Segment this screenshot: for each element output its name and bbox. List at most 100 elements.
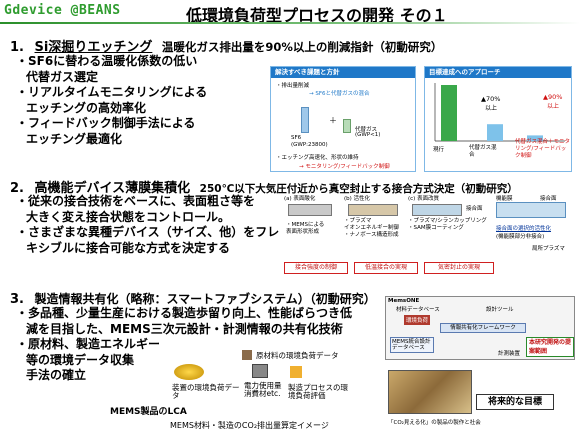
issues-line3: → モニタリング/フィードバック制御 <box>299 164 390 170</box>
approach-cat1: 現行 <box>433 147 445 153</box>
fab-framework: 情報共有化フレームワーク <box>440 323 526 333</box>
section3-topic: 製造情報共有化（略称：スマートファブシステム）（初動研究） <box>34 292 376 306</box>
mix-arrow-label: → SF6と代替ガスの混合 <box>309 91 370 97</box>
fab-db-left: 材料データベース <box>396 307 440 313</box>
bullet-item: 等の環境データ収集 <box>26 352 135 367</box>
section3-number: 3. <box>10 292 24 307</box>
bullet-item: エッチングの高効率化 <box>26 100 147 115</box>
section2-bullets: ・従来の接合技術をベースに、表面粗さ等を 大きく変え接合状態をコントロール。 ・… <box>16 194 279 256</box>
approach-bar-feedback <box>527 135 543 141</box>
brand-logo: Gdevice @BEANS <box>4 3 121 18</box>
alt-gas-label: 代替ガス <box>355 127 378 133</box>
step-c-wafer <box>412 204 462 216</box>
issues-panel: 解決すべき課題と方針 ・排出量削減 → SF6と代替ガスの混合 ＋ SF6 (G… <box>270 66 416 172</box>
section3-bullets: ・多品種、少量生産における製造歩留り向上、性能ばらつき低 減を目指した、MEMS… <box>16 306 352 384</box>
right-note3: 局所プラズマ <box>532 246 565 252</box>
process-icon <box>290 366 302 378</box>
section1-topic: Si深掘りエッチング <box>34 40 153 55</box>
section1-number: 1. <box>10 40 24 55</box>
fab-badge: 環境負荷 <box>404 315 431 325</box>
page-title: 低環境負荷型プロセスの開発 その１ <box>186 6 448 25</box>
approach-panel: 目標達成へのアプローチ ▲70% 以上 ▲90% 以上 現行 代替ガス混合 代替… <box>424 66 572 172</box>
lca-caption: MEMS製品のLCA <box>110 407 187 417</box>
selective-activation-figure <box>496 202 566 218</box>
bullet-item: 手法の確立 <box>26 368 87 382</box>
header-divider <box>0 22 580 24</box>
approach-panel-title: 目標達成へのアプローチ <box>425 67 571 78</box>
bullet-item: ・さまざまな異種デバイス（サイズ、他）をフレ <box>16 225 280 239</box>
issues-line1: ・排出量削減 <box>276 83 310 89</box>
future-product-photo <box>388 370 472 414</box>
bullet-item: ・SF6に替わる温暖化係数の低い <box>16 54 198 68</box>
bullet-item: ・フィードバック制御手法による <box>16 116 196 130</box>
right-label-joint: 接合面 <box>540 196 557 202</box>
bullet-item: ・リアルタイムモニタリングによる <box>16 85 208 99</box>
approach-chart <box>434 83 565 142</box>
lca-power: 電力使用量消費材etc. <box>244 381 282 398</box>
alt-gas-bar <box>343 119 351 133</box>
future-caption: 「CO₂見える化」の製品の製作と社会 <box>388 420 481 426</box>
sf6-label: SF6 <box>291 135 302 141</box>
bonding-diagram: (a) 表面酸化 (b) 活性化 (c) 表面改質 接合面 ・MEMSによる表面… <box>282 194 574 282</box>
section1-headline: 温暖化ガス排出量を90%以上の削減指針（初動研究） <box>161 40 443 54</box>
sf6-gwp: (GWP:23800) <box>291 142 328 148</box>
right-label-film: 機能膜 <box>496 196 513 202</box>
approach-bar-altgas <box>487 124 503 141</box>
bullet-item: ・多品種、少量生産における製造歩留り向上、性能ばらつき低 <box>16 306 353 320</box>
power-icon <box>252 364 268 378</box>
bullet-item: 減を目指した、MEMS三次元設計・計測情報の共有化技術 <box>26 321 343 336</box>
step-b-wafer <box>348 204 398 216</box>
bullet-item: エッチング最適化 <box>26 131 123 146</box>
issues-panel-title: 解決すべき課題と方針 <box>271 67 415 78</box>
fab-db: MEMS統合設計データベース <box>390 337 434 353</box>
step-b-items: ・プラズマイオンエネルギー制御・ナノボース構造形成 <box>344 218 400 238</box>
approach-bar-current <box>441 85 457 141</box>
step-c-label: (c) 表面改質 <box>408 196 440 202</box>
future-goal-label: 将来的な目標 <box>476 394 554 410</box>
section2-headline: 250℃以下大気圧付近から真空封止する接合方式決定（初動研究） <box>199 183 518 195</box>
section2-number: 2. <box>10 181 24 196</box>
section2-heading: 2. 高機能デバイス薄膜集積化 250℃以下大気圧付近から真空封止する接合方式決… <box>10 177 518 196</box>
bullet-item: 代替ガス選定 <box>26 69 99 84</box>
bullet-item: ・原材料、製造エネルギー <box>16 337 161 351</box>
step-a-wafer <box>288 204 332 216</box>
bullet-item: キシブルに接合可能な方式を決定する <box>26 240 231 255</box>
fab-measure: 計測装置 <box>498 351 521 357</box>
fab-proposal: 本研究開発の提案範囲 <box>526 337 574 357</box>
goal-box-hermetic: 気密封止の実現 <box>424 262 494 274</box>
step-a-items: ・MEMSによる表面形状形成 <box>286 222 325 235</box>
goal-box-strength: 接合強度の制御 <box>284 262 348 274</box>
lca-diagram: 原材料の環境負荷データ 装置の環境負荷データ 電力使用量消費材etc. 製造プロ… <box>170 350 350 428</box>
section2-topic: 高機能デバイス薄膜集積化 <box>34 181 191 196</box>
lca-top: 原材料の環境負荷データ <box>256 351 339 360</box>
fab-header: MemsONE <box>388 298 420 304</box>
right-note1: 接合面の選択的活性化 <box>496 226 552 232</box>
bullet-item: ・従来の接合技術をベースに、表面粗さ等を <box>16 194 256 208</box>
sf6-bar <box>301 107 309 133</box>
wafer-icon <box>174 364 204 380</box>
approach-val2-sub: 以上 <box>547 103 560 110</box>
approach-cat2: 代替ガス混合 <box>469 145 497 158</box>
bullet-item: 大きく変え接合状態をコントロール。 <box>26 209 231 224</box>
lca-wafer: 装置の環境負荷データ <box>172 383 240 400</box>
alt-gas-gwp: (GWP<1) <box>355 132 381 138</box>
step-b-label: (b) 活性化 <box>344 196 371 202</box>
issues-line2: ・エッチング高速化、形状の維持 <box>276 155 359 161</box>
plus-sign: ＋ <box>329 116 337 125</box>
goal-box-lowtemp: 低温接合の実現 <box>354 262 418 274</box>
lca-process: 製造プロセスの環境負荷評価 <box>288 383 348 400</box>
lca-footer: MEMS材料・製造のCO₂排出量算定イメージ <box>170 421 329 430</box>
fab-framework-panel: MemsONE 材料データベース 設計ツール 環境負荷 情報共有化フレームワーク… <box>385 296 575 360</box>
approach-val1-sub: 以上 <box>485 105 498 112</box>
right-note2: (機能膜部分非接合) <box>496 234 545 240</box>
material-icon <box>242 350 252 360</box>
approach-val2: ▲90% <box>543 93 563 101</box>
approach-val1: ▲70% <box>481 95 501 103</box>
section1-bullets: ・SF6に替わる温暖化係数の低い 代替ガス選定 ・リアルタイムモニタリングによる… <box>16 54 207 147</box>
step-a-label: (a) 表面酸化 <box>284 196 316 202</box>
fab-db-right: 設計ツール <box>486 307 514 313</box>
step-c-items: ・プラズマ/シランカップリング・SAM膜コーティング <box>408 218 487 231</box>
approach-cat3: 代替ガス混合＋モニタリング/フィードバック制御 <box>515 139 571 159</box>
step-c-joint: 接合面 <box>466 206 483 212</box>
section1-heading: 1. Si深掘りエッチング 温暖化ガス排出量を90%以上の削減指針（初動研究） <box>10 36 442 55</box>
